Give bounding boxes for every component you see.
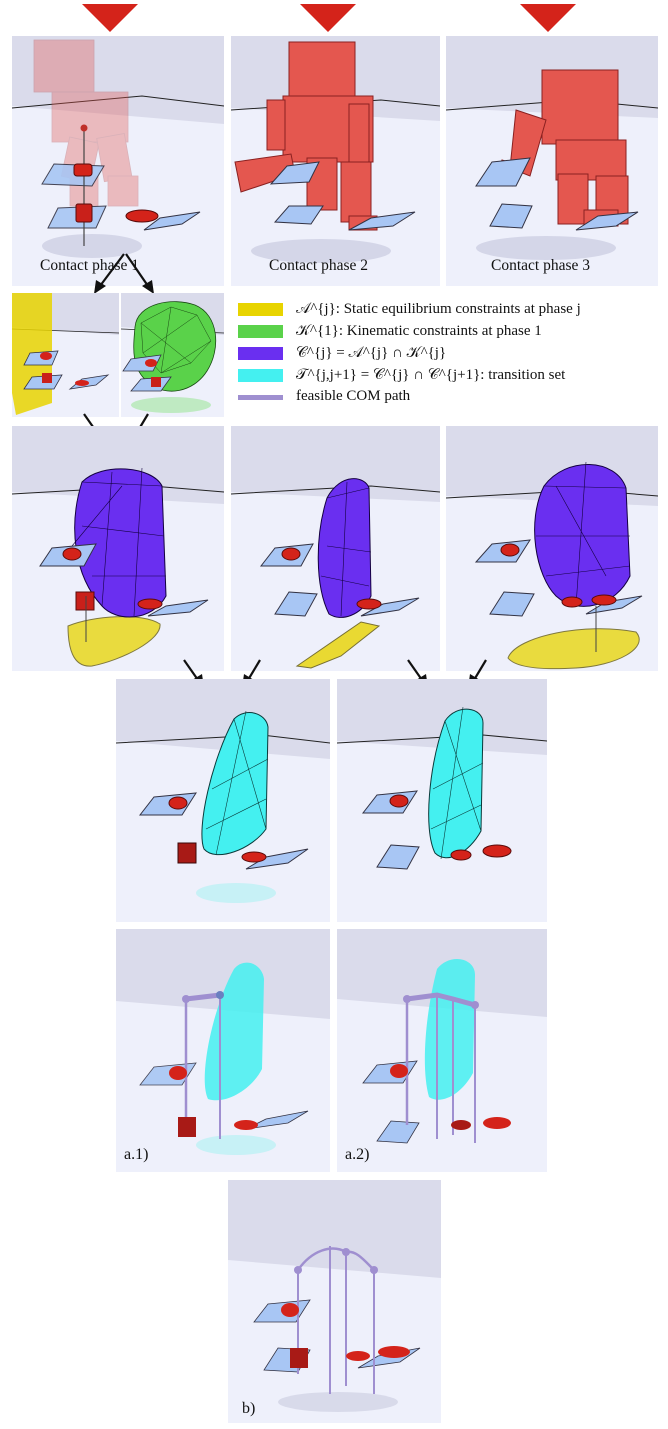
robot-phase-3-panel: Contact phase 3 <box>446 36 658 286</box>
legend-label-kinematic: 𝒦^{1}: Kinematic constraints at phase 1 <box>296 322 542 340</box>
caption-phase-2: Contact phase 2 <box>269 257 368 275</box>
sub-label-a1: a.1) <box>124 1146 148 1164</box>
transition-set-2-3-panel <box>337 679 547 922</box>
com-path-a2-panel: a.2) <box>337 929 547 1172</box>
legend-label-com-path: feasible COM path <box>296 388 410 405</box>
legend-swatch-kinematic <box>238 325 283 338</box>
legend-line-com-path <box>238 395 283 400</box>
feasible-volume-phase-1-panel <box>12 426 224 671</box>
com-path-a1-panel: a.1) <box>116 929 330 1172</box>
robot-phase-2-panel: Contact phase 2 <box>231 36 440 286</box>
legend-label-equilibrium: 𝒜^{j}: Static equilibrium constraints at… <box>296 300 581 318</box>
caption-phase-3: Contact phase 3 <box>491 257 590 275</box>
transition-set-1-2-panel <box>116 679 330 922</box>
com-path-b-panel: b) <box>228 1180 441 1423</box>
legend-swatch-feasible <box>238 347 283 360</box>
phase-marker-1 <box>82 4 138 32</box>
feasible-volume-phase-2-panel <box>231 426 440 671</box>
sub-label-a2: a.2) <box>345 1146 369 1164</box>
kinematic-constraint-panel <box>121 293 224 417</box>
legend-label-feasible: 𝒞^{j} = 𝒜^{j} ∩ 𝒦^{j} <box>296 344 446 362</box>
legend-swatch-equilibrium <box>238 303 283 316</box>
equilibrium-constraint-panel <box>12 293 119 417</box>
robot-phase-1-panel: Contact phase 1 <box>12 36 224 286</box>
phase-marker-2 <box>300 4 356 32</box>
legend-label-transition: 𝒯^{j,j+1} = 𝒞^{j} ∩ 𝒞^{j+1}: transition … <box>296 366 565 384</box>
phase-marker-3 <box>520 4 576 32</box>
legend-swatch-transition <box>238 369 283 382</box>
feasible-volume-phase-3-panel <box>446 426 658 671</box>
sub-label-b: b) <box>242 1400 255 1418</box>
